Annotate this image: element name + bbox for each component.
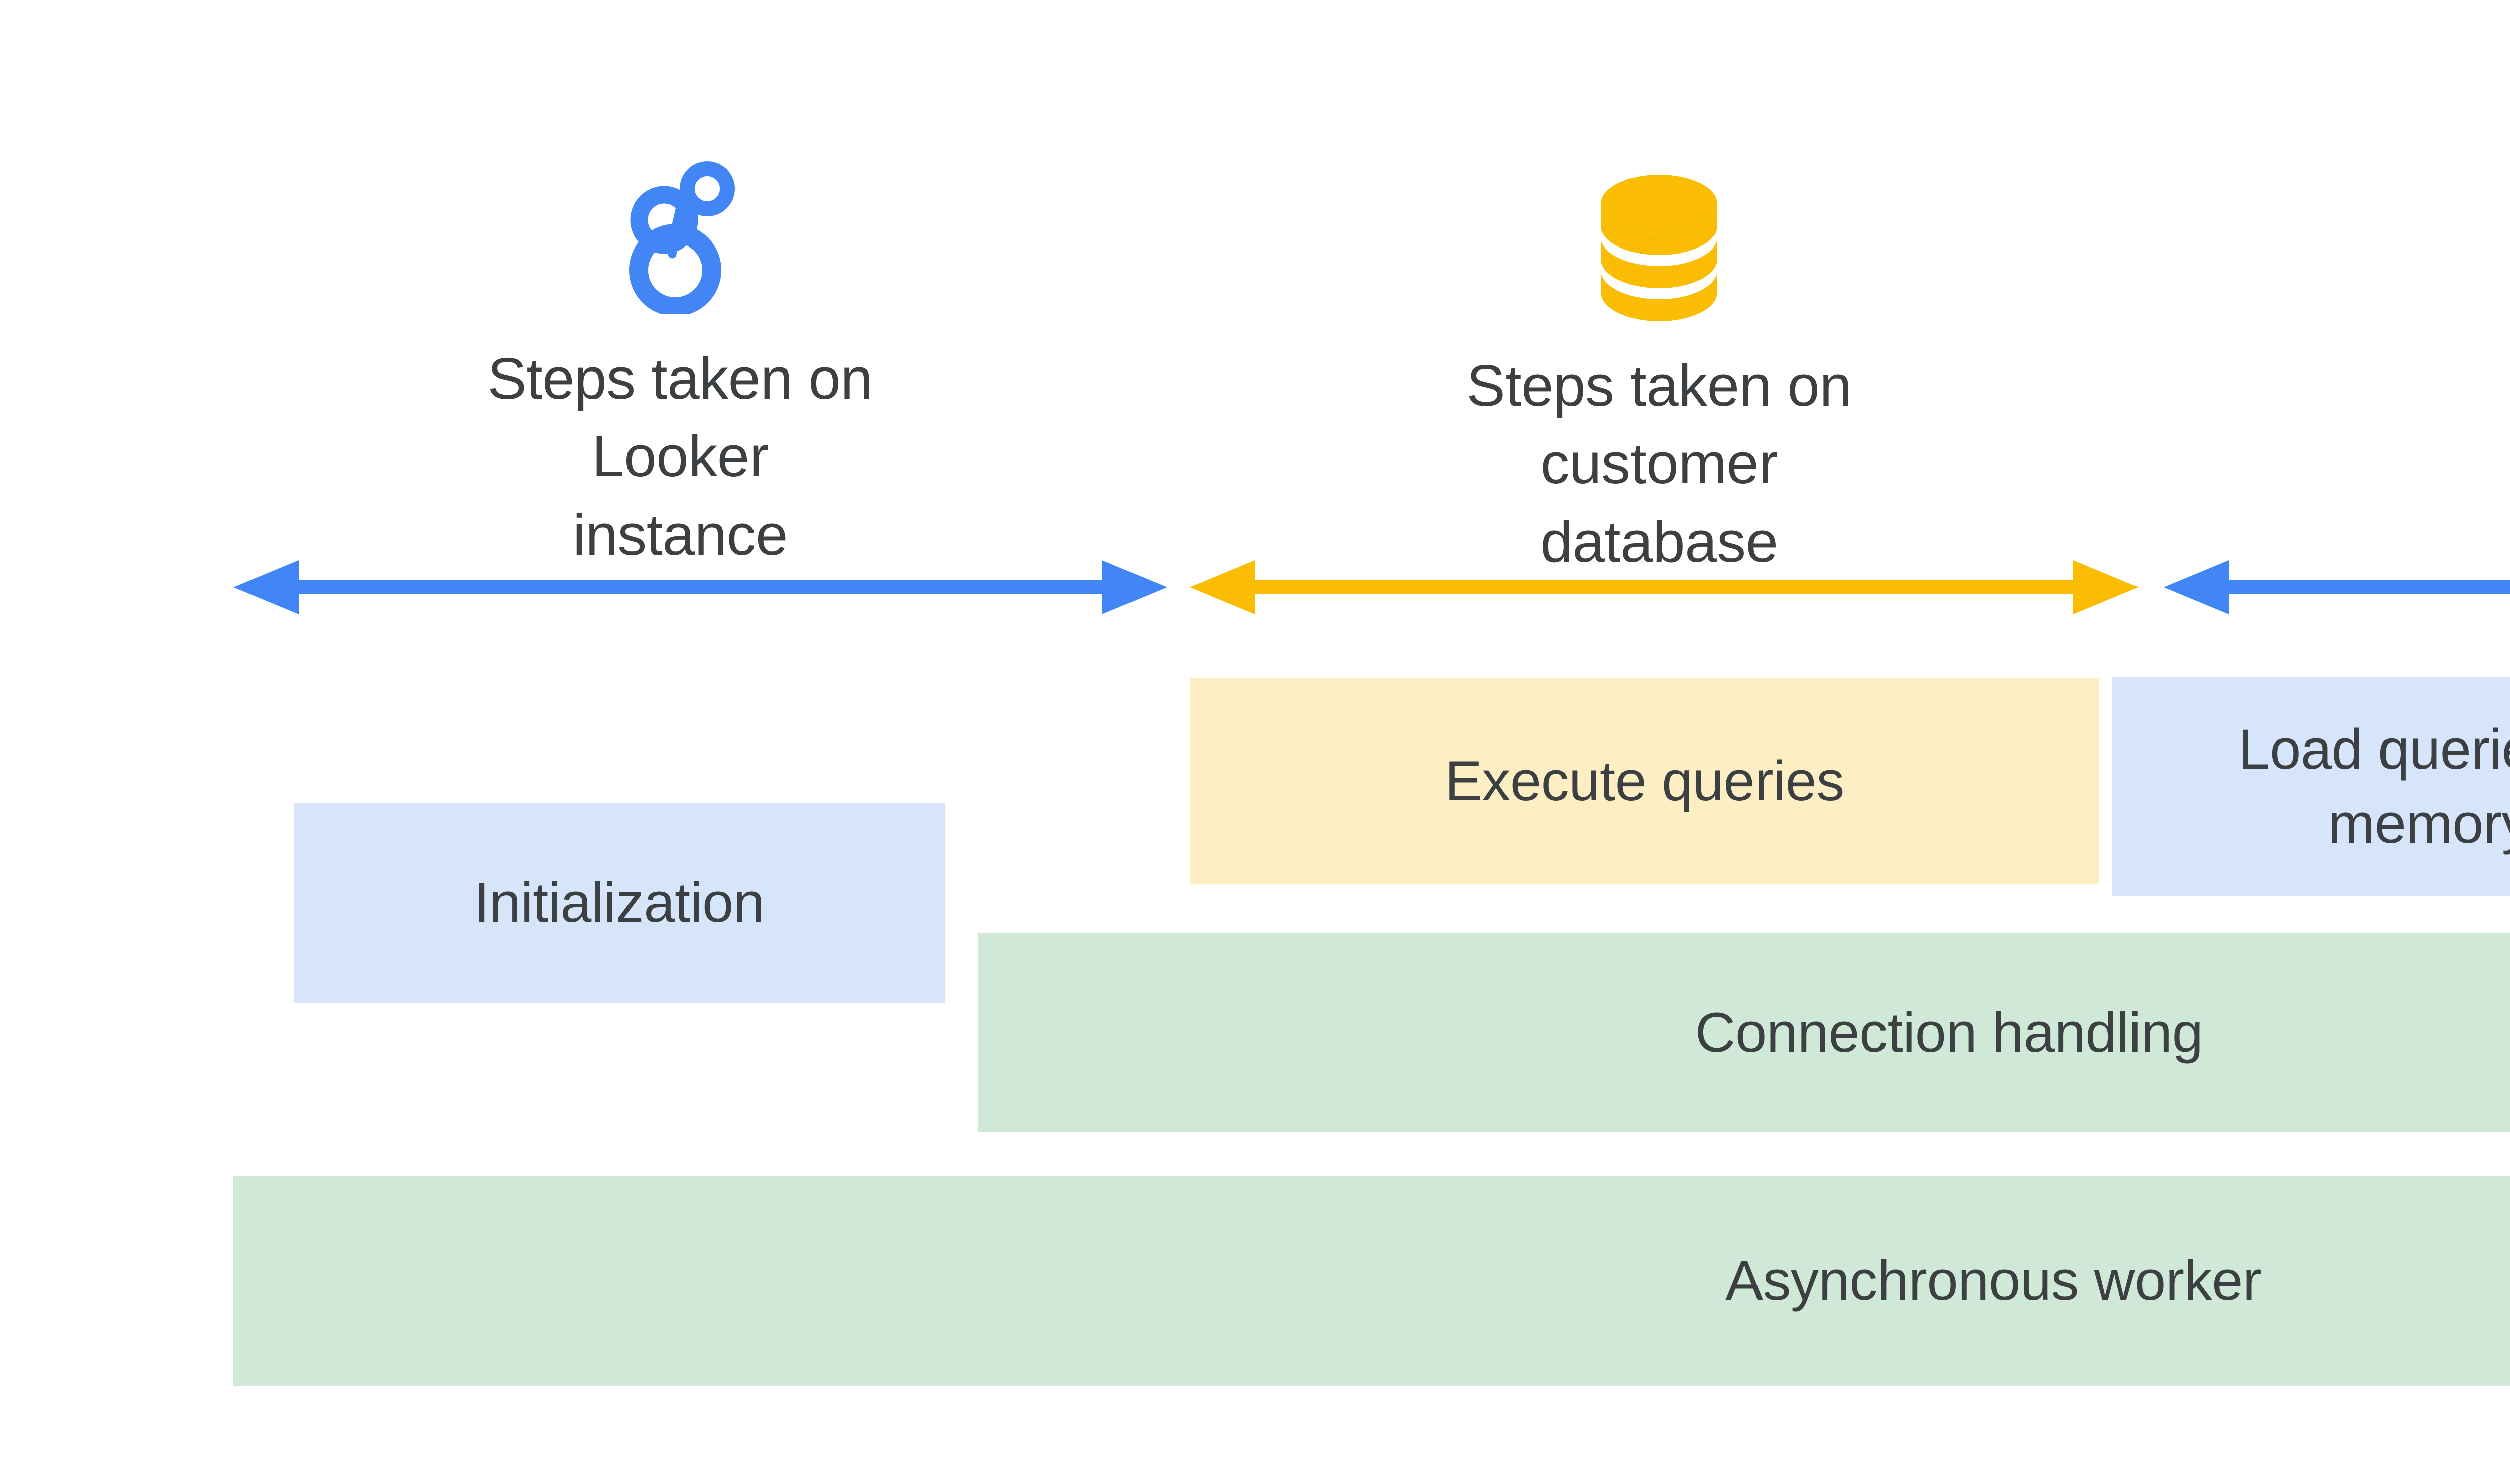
- looker-logo-icon: [622, 161, 738, 317]
- phase-caption-customer-database: Steps taken on customer database: [1466, 353, 1852, 574]
- phase-box-label: Execute queries: [1445, 749, 1844, 812]
- phase-box-label: Asynchronous worker: [1725, 1249, 2262, 1312]
- arrow-looker-left: [233, 532, 1167, 643]
- phase-box-label: Connection handling: [1695, 1001, 2203, 1064]
- phase-box-load-queries-in-memory[interactable]: Load queries in memory: [2112, 677, 2510, 896]
- phase-column-looker-left: Steps taken on Looker instance: [479, 161, 881, 574]
- phase-box-asynchronous-worker[interactable]: Asynchronous worker: [233, 1176, 2510, 1386]
- phase-box-label: Load queries in memory: [2238, 717, 2510, 855]
- phase-caption-looker-left: Steps taken on Looker instance: [487, 346, 873, 567]
- phase-box-execute-queries[interactable]: Execute queries: [1190, 678, 2099, 884]
- phase-box-connection-handling[interactable]: Connection handling: [978, 933, 2510, 1132]
- database-cylinder-icon: [1593, 171, 1725, 324]
- phase-column-customer-database: Steps taken on customer database: [1458, 171, 1860, 581]
- phase-box-label: Initialization: [474, 871, 765, 934]
- arrow-looker-right: [2164, 532, 2510, 643]
- arrow-database: [1190, 532, 2139, 643]
- phase-box-initialization[interactable]: Initialization: [294, 803, 945, 1003]
